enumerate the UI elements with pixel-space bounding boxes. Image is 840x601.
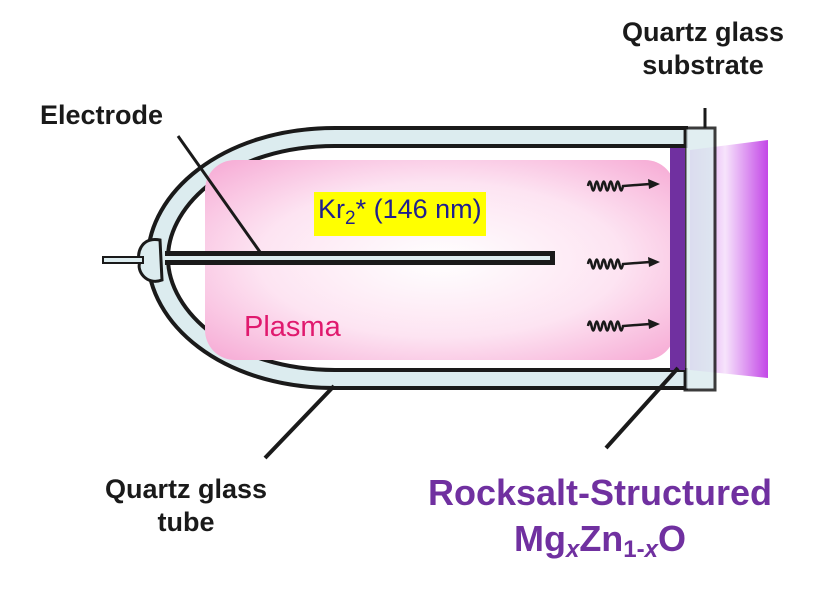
electrode-rod-core	[165, 256, 550, 260]
emission-label: Kr2* (146 nm)	[314, 192, 486, 236]
photon-arrows	[586, 179, 660, 332]
tube-label: Quartz glass tube	[76, 473, 296, 539]
material-formula: MgxZn1-xO	[370, 516, 830, 573]
tube-label-line1: Quartz glass	[104, 474, 268, 504]
electrode-label: Electrode	[40, 100, 164, 130]
arrow-head-icon	[648, 257, 660, 267]
formula-zn-sub-2: x	[644, 536, 658, 563]
photon-wave	[586, 258, 651, 270]
photon-wave	[586, 180, 651, 192]
quartz-glass-substrate	[683, 126, 717, 392]
mgzno-film	[670, 148, 685, 370]
formula-zn: Zn	[579, 518, 624, 559]
lead-wire	[102, 256, 144, 264]
formula-mg-sub: x	[565, 536, 580, 563]
photon-arrow	[586, 179, 660, 192]
formula-mg: Mg	[513, 518, 566, 559]
photon-wave	[586, 320, 651, 332]
photon-arrow	[586, 319, 660, 332]
emission-label-suffix: * (146 nm)	[355, 194, 482, 224]
emission-label-subscript: 2	[345, 208, 356, 229]
material-label: Rocksalt-Structured MgxZn1-xO	[370, 470, 830, 573]
plasma-label: Plasma	[244, 311, 341, 343]
arrow-head-icon	[648, 179, 660, 189]
tube-label-line2: tube	[157, 507, 215, 537]
electrode-leader-line	[176, 135, 262, 253]
substrate-label-line1: Quartz glass	[621, 17, 785, 47]
film-leader-line	[604, 366, 680, 450]
arrow-head-icon	[648, 319, 660, 329]
tube-leader-line	[263, 384, 336, 460]
emission-label-prefix: Kr	[318, 194, 345, 224]
photon-arrow	[586, 257, 660, 270]
material-label-line1: Rocksalt-Structured	[427, 472, 773, 513]
substrate-label: Quartz glass substrate	[592, 16, 814, 82]
formula-zn-sub-1: 1-	[623, 536, 645, 563]
substrate-label-line2: substrate	[642, 50, 764, 80]
formula-o: O	[658, 518, 687, 559]
